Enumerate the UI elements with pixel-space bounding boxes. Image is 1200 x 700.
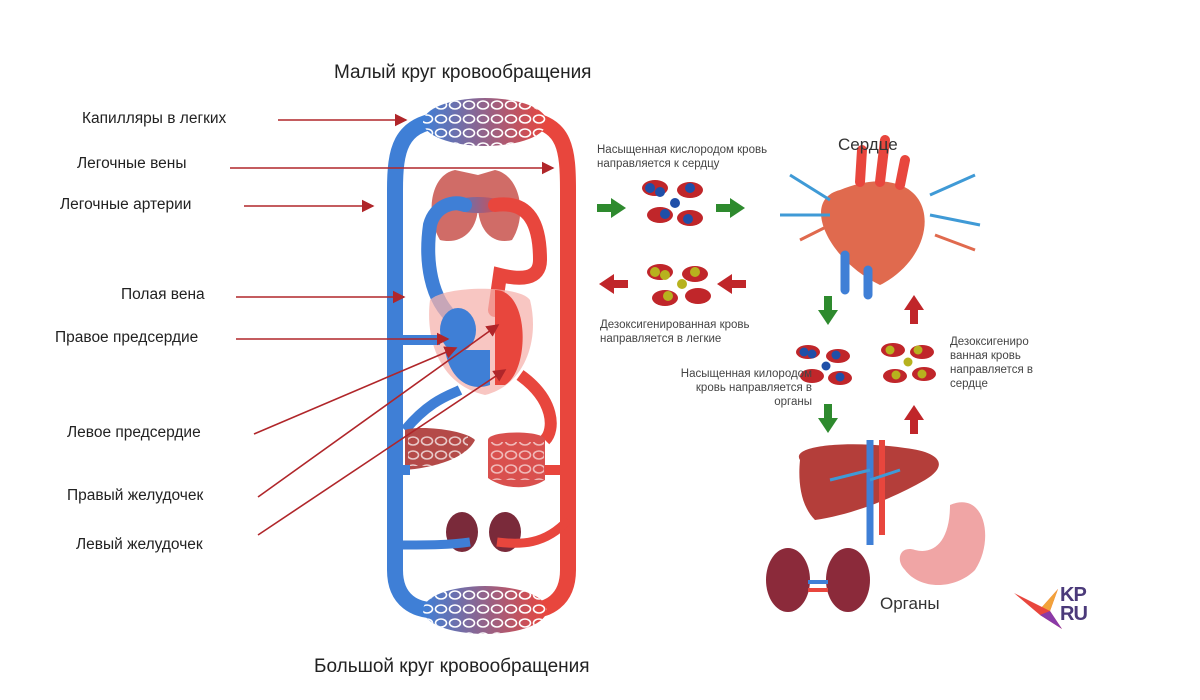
flow-arrow-red-1: [599, 274, 628, 294]
heart-illustration: [780, 135, 981, 300]
flow-arrow-green-3: [818, 296, 838, 325]
deoxygenated-cells-bottom: [881, 343, 936, 383]
kidneys-illustration: [766, 548, 870, 612]
stomach-illustration: [899, 502, 986, 585]
flow-arrow-red-3: [904, 295, 924, 324]
label-left-atrium: Левое предсердие: [67, 424, 201, 441]
left-ventricle-shape: [495, 290, 523, 385]
flow-arrow-red-4: [904, 405, 924, 434]
organs-title: Органы: [880, 594, 940, 613]
label-right-atrium: Правое предсердие: [55, 329, 199, 346]
note-oxygenated-to-heart: Насыщенная кислородом кровь направляется…: [597, 144, 768, 170]
pulmonary-vein-vessel: [488, 197, 548, 317]
kp-logo: [1014, 589, 1062, 629]
flow-arrow-green-4: [818, 404, 838, 433]
oxygenated-cells-bottom: [796, 345, 852, 385]
kp-logo-text: KP RU: [1060, 584, 1088, 625]
flow-arrow-red-2: [717, 274, 746, 294]
title-systemic-circulation: Большой круг кровообращения: [314, 656, 590, 677]
note-deoxygenated-to-heart: Дезоксигениро ванная кровь направляется …: [950, 336, 1033, 390]
label-right-ventricle: Правый желудочек: [67, 487, 204, 504]
liver-illustration: [798, 440, 939, 545]
flow-arrow-green-1: [597, 198, 626, 218]
label-lung-capillaries: Капилляры в легких: [82, 110, 227, 127]
heart-title: Сердце: [838, 135, 898, 154]
oxygenated-cells-top: [642, 180, 703, 226]
label-pulmonary-veins: Легочные вены: [77, 155, 187, 172]
label-vena-cava: Полая вена: [121, 286, 205, 303]
vena-cava-vessel: [387, 112, 448, 619]
deoxygenated-cells-top: [647, 264, 711, 306]
note-oxygenated-to-organs: Насыщенная килородом кровь направляется …: [680, 368, 812, 408]
label-pulmonary-arteries: Легочные артерии: [60, 196, 192, 213]
label-left-ventricle: Левый желудочек: [76, 536, 203, 553]
flow-arrow-green-2: [716, 198, 745, 218]
note-deoxygenated-to-lungs: Дезоксигенированная кровь направляется в…: [600, 319, 750, 345]
aorta-vessel: [517, 112, 576, 619]
right-ventricle-shape: [445, 350, 490, 387]
title-pulmonary-circulation: Малый круг кровообращения: [334, 62, 592, 83]
